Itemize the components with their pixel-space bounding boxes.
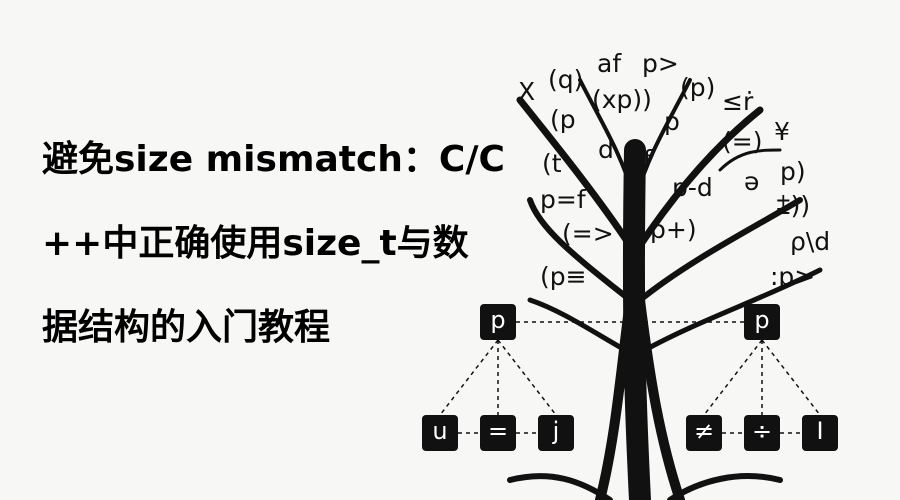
article-title: 避免size mismatch：C/C ++中正确使用size_t与数 据结构的…: [42, 118, 505, 370]
canopy-symbol: X: [518, 77, 535, 106]
root-node-right: p: [744, 304, 780, 340]
canopy-symbol: (p): [680, 73, 715, 102]
node-label: I: [816, 417, 823, 445]
canopy-symbol: p): [780, 157, 806, 186]
title-line: 据结构的入门教程: [42, 307, 331, 348]
canopy-symbol: (=): [722, 127, 762, 156]
leaf-node: =: [480, 415, 516, 451]
canopy-symbol: p-d: [672, 173, 713, 202]
canopy-symbol: (p≡: [540, 262, 587, 291]
leaf-node: ≠: [686, 415, 722, 451]
canopy-symbol: ¥: [774, 117, 790, 146]
node-label: u: [432, 417, 447, 445]
canopy-symbol: (q): [548, 65, 583, 94]
canopy-symbol: d: [598, 135, 614, 164]
canopy-symbol: p=f: [540, 185, 587, 214]
canopy-symbol: ə: [744, 167, 759, 196]
canopy-symbol: f: [643, 145, 653, 174]
canopy-symbol: af: [597, 49, 622, 78]
canopy-symbol: ≤ṙ: [722, 87, 754, 116]
title-line: ++中正确使用size_t与数: [42, 223, 469, 264]
canopy-symbol: p+): [650, 215, 697, 244]
canopy-symbol: (=>: [562, 219, 614, 248]
canopy-symbol: :p>: [770, 262, 815, 291]
canopy-symbol: p>: [642, 49, 679, 78]
canopy-symbol: (xp)): [592, 85, 652, 114]
leaf-node: I: [802, 415, 838, 451]
canopy-symbol: ⩲)): [776, 191, 810, 220]
node-label: j: [552, 417, 560, 445]
root-node-left: p: [480, 304, 516, 340]
canopy-symbols: (q) af p> (p) X (xp)) (p p ≤ṙ (=) ¥ d f …: [518, 49, 830, 291]
leaf-node: ÷: [744, 415, 780, 451]
canopy-symbol: p: [664, 107, 680, 136]
node-label: =: [488, 417, 508, 445]
tree-branches: [507, 78, 823, 500]
title-line: 避免size mismatch：C/C: [42, 139, 505, 180]
canopy-symbol: ρ\d: [790, 227, 830, 256]
canopy-symbol: (p: [550, 105, 576, 134]
canopy-symbol: (t: [542, 149, 562, 178]
node-label: ÷: [752, 417, 772, 445]
leaf-node: j: [538, 415, 574, 451]
leaf-node: u: [422, 415, 458, 451]
node-label: p: [490, 306, 505, 334]
connector-lines: [439, 321, 821, 434]
node-label: p: [754, 306, 769, 334]
node-label: ≠: [694, 417, 714, 445]
